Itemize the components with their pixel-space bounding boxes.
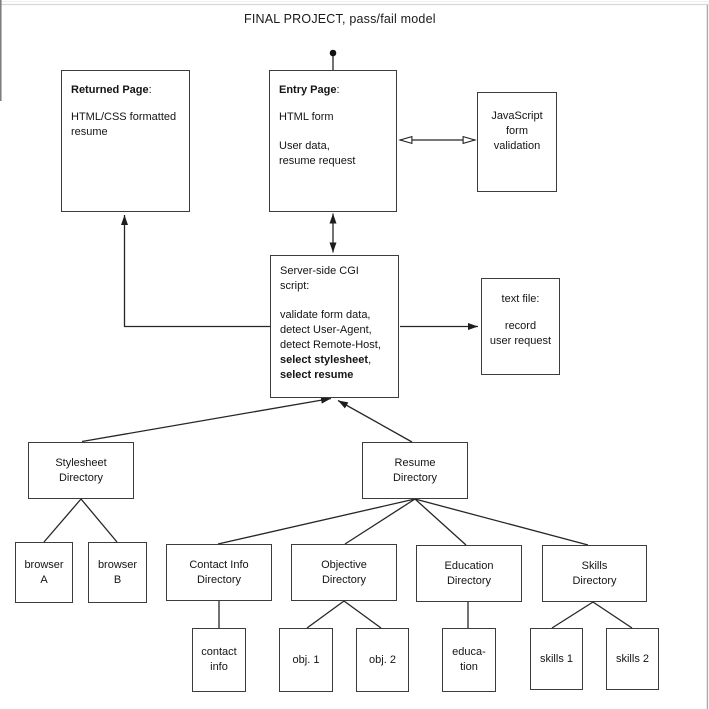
js-validation-line3: validation: [493, 140, 541, 152]
skills-1-label: skills 1: [539, 652, 573, 665]
contact-info-directory-line2: Directory: [196, 573, 241, 586]
education-line2: tion: [460, 661, 478, 673]
box-text-file: text file: record user request: [481, 278, 560, 375]
edge-objectivedir-obj2: [343, 600, 382, 629]
skills-directory-line2: Directory: [572, 574, 617, 587]
js-validation-line1: JavaScript: [491, 110, 543, 122]
box-entry-page: Entry Page: HTML form User data, resume …: [269, 70, 397, 212]
returned-page-body-line2: resume: [71, 126, 108, 138]
edge-resume-cgi: [337, 399, 413, 443]
start-dot: [329, 49, 337, 57]
returned-page-heading-colon: :: [148, 84, 152, 96]
edge-resume-educationdir: [414, 498, 467, 546]
box-cgi-script: Server-side CGI script: validate form da…: [270, 255, 399, 398]
box-skills-1: skills 1: [530, 628, 583, 690]
stylesheet-directory-line2: Directory: [58, 471, 103, 484]
js-validation-line2: form: [506, 125, 528, 137]
returned-page-body-line1: HTML/CSS formatted: [71, 111, 177, 123]
obj-2-label: obj. 2: [369, 653, 396, 666]
skills-2-label: skills 2: [615, 652, 649, 665]
edge-skillsdir-skills2: [592, 601, 633, 629]
cgi-line2: script:: [280, 280, 310, 292]
box-education-directory: Education Directory: [416, 545, 522, 602]
browser-a-line1: browser: [24, 558, 64, 571]
box-obj-1: obj. 1: [279, 628, 333, 692]
edge-stylesheet-browser-b: [80, 498, 118, 543]
box-browser-a: browser A: [15, 542, 73, 603]
entry-page-body-line3: resume request: [279, 155, 356, 167]
edge-skillsdir-skills1: [551, 601, 594, 629]
box-skills-2: skills 2: [606, 628, 659, 690]
edge-stylesheet-browser-a: [43, 498, 82, 543]
entry-page-body-line2: User data,: [279, 140, 330, 152]
cgi-line6-comma: ,: [368, 354, 372, 366]
diagram-title: FINAL PROJECT, pass/fail model: [244, 12, 436, 26]
contact-info-line1: contact: [201, 646, 237, 658]
browser-a-line2: A: [40, 573, 48, 586]
text-file-line1: text file:: [501, 293, 540, 305]
returned-page-heading: Returned Page:: [71, 83, 181, 98]
edge-cgi-returned: [121, 215, 270, 328]
education-directory-line1: Education: [444, 559, 494, 572]
skills-directory-line1: Skills: [581, 559, 608, 572]
resume-directory-line1: Resume: [394, 456, 436, 469]
entry-page-heading-bold: Entry Page: [279, 84, 337, 96]
box-contact-info: contact info: [192, 628, 246, 692]
entry-page-heading-colon: :: [336, 84, 340, 96]
text-file-line3: user request: [489, 335, 552, 347]
objective-directory-line2: Directory: [321, 573, 366, 586]
edge-objectivedir-obj1: [306, 600, 345, 629]
box-stylesheet-directory: Stylesheet Directory: [28, 442, 134, 499]
cgi-line4: detect User-Agent,: [280, 324, 372, 336]
box-resume-directory: Resume Directory: [362, 442, 468, 499]
edge-resume-contactdir: [217, 498, 416, 545]
obj-1-label: obj. 1: [292, 653, 320, 666]
cgi-line6-bold: select stylesheet: [280, 354, 369, 366]
contact-info-directory-line1: Contact Info: [189, 558, 249, 571]
education-line1: educa-: [452, 646, 486, 658]
education-directory-line2: Directory: [446, 574, 491, 587]
entry-page-heading: Entry Page:: [279, 83, 388, 98]
cgi-line5: detect Remote-Host,: [280, 339, 381, 351]
cgi-line1: Server-side CGI: [280, 265, 359, 277]
box-objective-directory: Objective Directory: [291, 544, 397, 601]
cgi-line7: select resume: [280, 369, 354, 381]
box-contact-info-directory: Contact Info Directory: [166, 544, 272, 601]
browser-b-line1: browser: [97, 558, 138, 571]
edge-resume-skillsdir: [414, 498, 589, 546]
returned-page-heading-bold: Returned Page: [71, 84, 149, 96]
box-skills-directory: Skills Directory: [542, 545, 647, 602]
objective-directory-line1: Objective: [321, 558, 367, 571]
box-browser-b: browser B: [88, 542, 147, 603]
text-file-line2: record: [504, 320, 537, 332]
box-education: educa- tion: [442, 628, 496, 692]
edge-resume-objectivedir: [344, 498, 416, 545]
box-returned-page: Returned Page: HTML/CSS formatted resume: [61, 70, 190, 212]
cgi-line6: select stylesheet,: [280, 353, 392, 368]
edge-stylesheet-cgi: [81, 396, 332, 443]
box-obj-2: obj. 2: [356, 628, 409, 692]
browser-b-line2: B: [113, 573, 122, 586]
stylesheet-directory-line1: Stylesheet: [55, 456, 107, 469]
entry-page-body-line1: HTML form: [279, 111, 334, 123]
cgi-line3: validate form data,: [280, 309, 371, 321]
box-js-validation: JavaScript form validation: [477, 92, 557, 192]
contact-info-line2: info: [210, 661, 228, 673]
resume-directory-line2: Directory: [392, 471, 437, 484]
